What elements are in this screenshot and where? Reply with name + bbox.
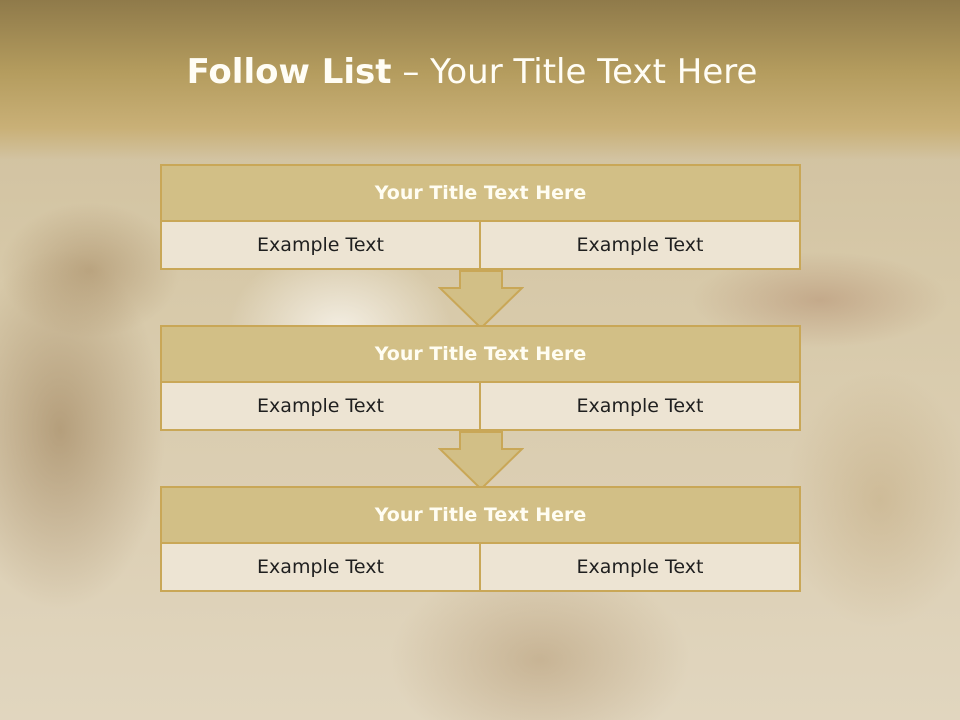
step-cell-left: Example Text [160,381,481,431]
page-title: Follow List – Your Title Text Here [0,52,944,92]
step-heading: Your Title Text Here [160,325,801,383]
step-cell-right: Example Text [479,542,801,592]
title-rest: – Your Title Text Here [391,52,758,92]
step-cell-right: Example Text [479,381,801,431]
down-arrow-icon [438,270,524,330]
step-cell-left: Example Text [160,542,481,592]
title-banner [0,0,960,160]
down-arrow-icon [438,431,524,491]
step-heading: Your Title Text Here [160,164,801,222]
step-cell-right: Example Text [479,220,801,270]
title-bold: Follow List [186,52,392,92]
step-heading: Your Title Text Here [160,486,801,544]
step-cell-left: Example Text [160,220,481,270]
